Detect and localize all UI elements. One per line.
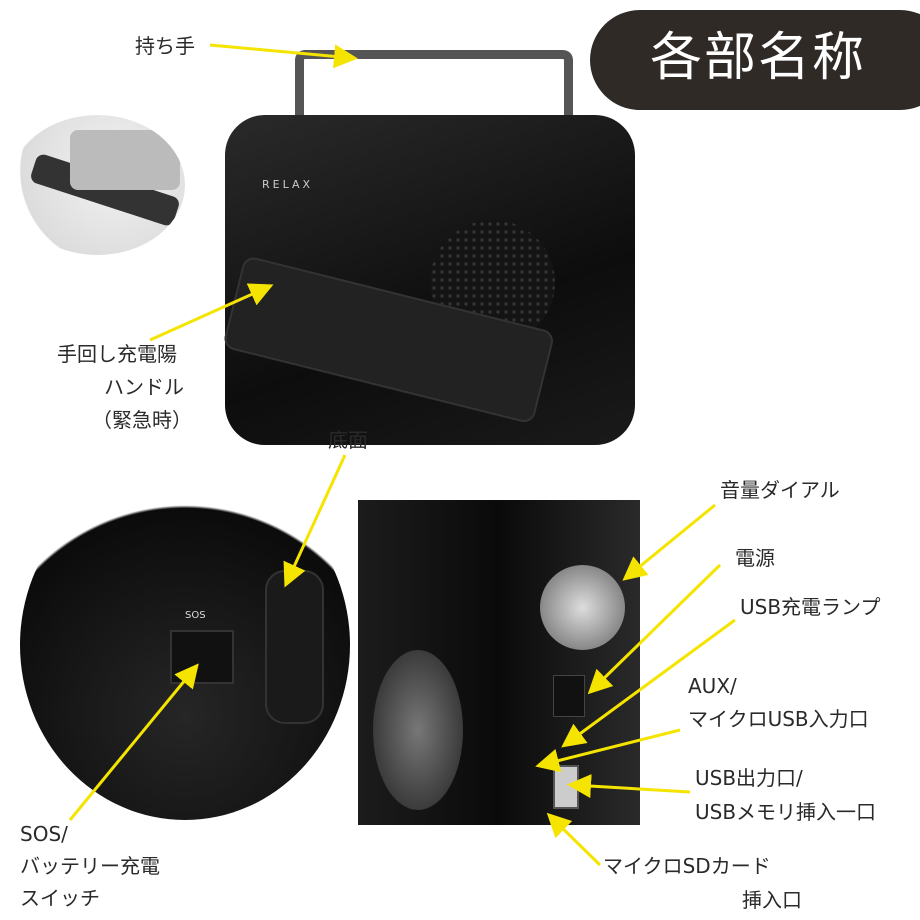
label-sos-3: スイッチ	[20, 886, 100, 910]
label-crank-1: 手回し充電陽	[57, 342, 177, 366]
arrow-sd	[546, 812, 602, 867]
label-usb-out-1: USB出力口/	[695, 766, 803, 790]
label-power: 電源	[735, 546, 775, 570]
label-sd-1: マイクロSDカード	[603, 854, 771, 878]
side-ports-photo	[358, 500, 640, 825]
arrow-usb-lamp	[561, 618, 736, 748]
arrow-aux	[535, 728, 681, 773]
label-aux-2: マイクロUSB入力口	[688, 707, 869, 731]
arrow-sos	[68, 663, 199, 821]
crank-handle-photo	[10, 115, 185, 255]
arrow-bottom	[283, 454, 347, 588]
volume-dial	[540, 565, 625, 650]
arrow-volume	[622, 503, 716, 581]
title-badge: 各部名称	[590, 10, 920, 110]
label-usb-out-2: USBメモリ挿入一口	[695, 800, 877, 824]
arrow-crank	[149, 283, 274, 342]
label-crank-3: （緊急時）	[92, 408, 192, 432]
label-sos-2: バッテリー充電	[20, 854, 160, 878]
brand-logo: RELAX	[262, 178, 314, 191]
label-sd-2: 挿入口	[742, 888, 802, 912]
arrow-power	[587, 563, 722, 695]
label-aux-1: AUX/	[688, 674, 737, 698]
label-bottom: 底面	[328, 428, 368, 452]
arrow-usb-out	[567, 774, 691, 799]
arrow-handle	[209, 43, 358, 69]
bottom-switch-photo: SOS	[20, 470, 350, 820]
page-title: 各部名称	[650, 28, 867, 88]
label-sos-1: SOS/	[20, 822, 68, 846]
label-handle: 持ち手	[135, 34, 195, 58]
label-volume: 音量ダイアル	[720, 478, 840, 502]
label-usb-lamp: USB充電ランプ	[740, 595, 881, 619]
label-crank-2: ハンドル	[104, 375, 184, 399]
